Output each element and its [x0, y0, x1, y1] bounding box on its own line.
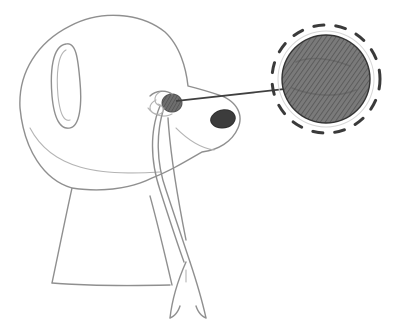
dog-nose [211, 110, 236, 128]
hanging-tag [170, 262, 206, 318]
cord [150, 92, 190, 262]
dog-neck [52, 188, 172, 286]
magnified-view [272, 25, 380, 133]
pointer-arrow [176, 88, 294, 101]
dog-ear [51, 44, 80, 128]
